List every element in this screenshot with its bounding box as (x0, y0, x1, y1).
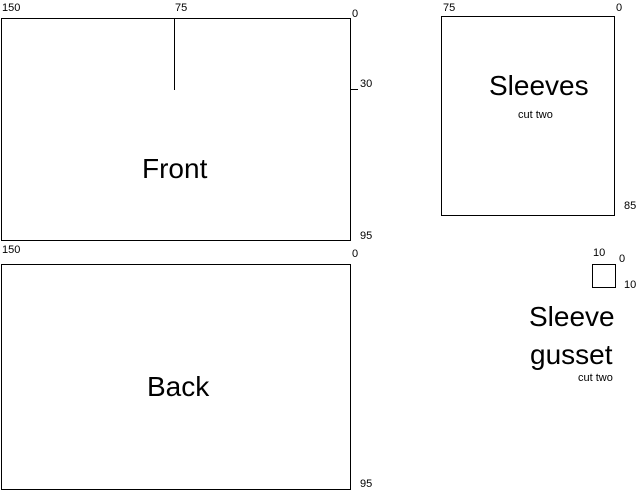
gusset-top-right-label: 0 (619, 253, 626, 265)
back-top-left-label: 150 (2, 244, 21, 256)
front-right-mid-label: 30 (360, 78, 373, 90)
back-top-right-label: 0 (352, 248, 359, 260)
back-title: Back (147, 371, 210, 402)
front-title: Front (142, 153, 208, 184)
front-outline (1, 18, 351, 241)
sleeves-title: Sleeves (489, 70, 589, 101)
front-top-left-label: 150 (2, 2, 21, 14)
gusset-subtitle: cut two (578, 372, 613, 384)
gusset-outline (592, 264, 616, 288)
sleeves-top-right-label: 0 (616, 2, 623, 14)
gusset-title-line1: Sleeve (529, 301, 615, 332)
gusset-top-left-label: 10 (593, 247, 606, 259)
front-top-mid-label: 75 (175, 2, 188, 14)
sleeves-top-left-label: 75 (443, 2, 456, 14)
gusset-right-bottom-label: 10 (624, 279, 637, 291)
front-center-line (174, 18, 175, 90)
back-outline (1, 264, 351, 490)
sleeves-outline (441, 16, 615, 216)
front-right-bottom-label: 95 (360, 230, 373, 242)
sleeves-subtitle: cut two (518, 109, 553, 121)
front-mark-tick (350, 89, 358, 90)
sleeves-right-bottom-label: 85 (624, 200, 637, 212)
gusset-title-line2: gusset (530, 339, 613, 370)
front-top-right-label: 0 (352, 8, 359, 20)
back-right-bottom-label: 95 (360, 478, 373, 490)
